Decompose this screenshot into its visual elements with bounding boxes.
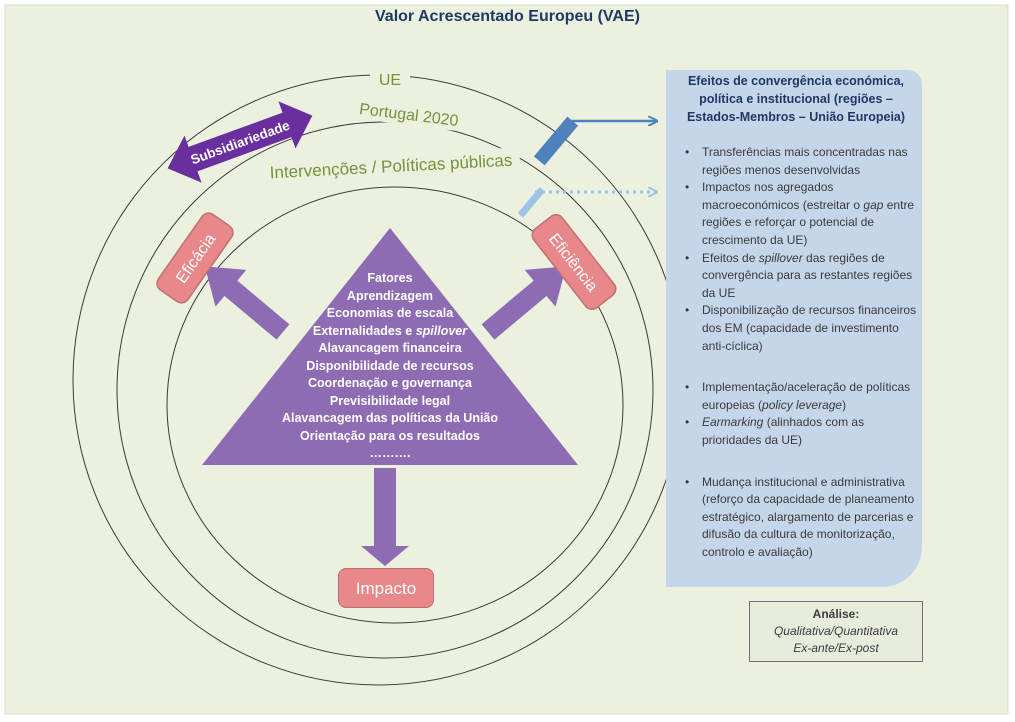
fator-item: Alavancagem das políticas da União [281, 411, 499, 425]
convergence-arrow-base [533, 116, 579, 166]
analise-heading: Análise: [812, 607, 860, 621]
fatores-heading: Fatores [367, 271, 413, 285]
efeito-item: Efeitos de spillover das regiões de conv… [676, 250, 920, 303]
efeito-item: Implementação/aceleração de políticas eu… [676, 379, 920, 414]
efeito-item: Impactos nos agregados macroeconómicos (… [676, 179, 920, 249]
fator-item: Alavancagem financeira [318, 341, 462, 355]
fatores-triangle [202, 228, 578, 465]
ring-label-ue: UE [379, 72, 401, 89]
efeito-item: Mudança institucional e administrativa (… [676, 474, 920, 562]
analise-box: Análise: Qualitativa/Quantitativa Ex-ant… [749, 601, 923, 662]
impacto-box: Impacto [338, 568, 434, 608]
fator-item: Externalidades e spillover [272, 323, 508, 341]
fator-item: Disponibilidade de recursos [306, 358, 474, 373]
efeito-item: Transferências mais concentradas nas reg… [676, 144, 920, 179]
analise-line: Qualitativa/Quantitativa [773, 624, 899, 638]
fatores-list: Fatores Aprendizagem Economias de escala… [272, 270, 508, 463]
fator-item: Aprendizagem [346, 288, 434, 303]
fator-text-italic: spillover [415, 323, 468, 338]
dotted-arrow-base [517, 187, 545, 218]
arrow-to-eficacia [204, 266, 290, 340]
fator-text: Externalidades e [312, 323, 413, 338]
efeito-item: Earmarking (alinhados com as prioridades… [676, 414, 920, 449]
analise-line: Ex-ante/Ex-post [793, 641, 879, 655]
fator-item: Previsibilidade legal [329, 393, 451, 408]
efeito-item: Disponibilização de recursos financeiros… [676, 302, 920, 355]
efeitos-list: Transferências mais concentradas nas reg… [676, 144, 920, 561]
efeitos-heading: Efeitos de convergência económica, polít… [686, 74, 906, 124]
arrow-to-impacto [361, 468, 409, 566]
page-title: Valor Acrescentado Europeu (VAE) [375, 8, 640, 25]
arrow-to-eficiencia [481, 266, 567, 340]
fator-item: Economias de escala [326, 306, 454, 320]
fator-item: Orientação para os resultados [300, 428, 480, 443]
ring-intervencoes [166, 186, 624, 624]
fator-item: Coordenação e governança [308, 376, 472, 390]
fator-item: ………. [369, 446, 411, 460]
